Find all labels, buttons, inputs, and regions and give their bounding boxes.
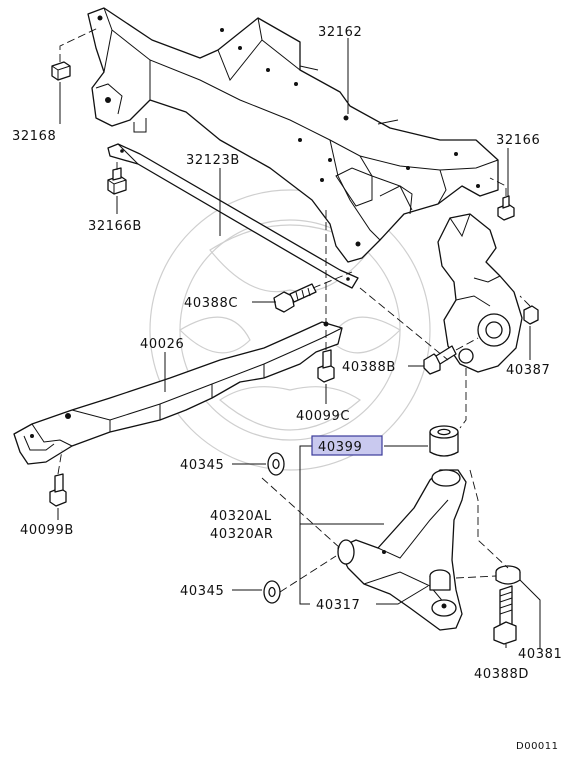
assembly-guide-lines [57, 27, 531, 593]
label-40381[interactable]: 40381 [518, 647, 562, 662]
label-40399[interactable]: 40399 [318, 440, 362, 455]
member-40026[interactable] [13, 321, 343, 465]
nut-40381[interactable] [495, 565, 521, 585]
bolt-40388D[interactable] [493, 585, 517, 645]
label-40317[interactable]: 40317 [316, 598, 360, 613]
bushing-40399[interactable] [429, 425, 459, 457]
washer-40345-upper[interactable] [267, 452, 285, 476]
bolt-40388C[interactable] [273, 283, 317, 313]
label-40026[interactable]: 40026 [140, 337, 184, 352]
label-32162[interactable]: 32162 [318, 25, 362, 40]
bolt-40099C[interactable] [317, 349, 335, 383]
bolt-32166[interactable] [497, 195, 515, 221]
lower-arm-40317[interactable] [337, 469, 467, 631]
label-40388B[interactable]: 40388B [342, 360, 396, 375]
leader-lines [57, 38, 541, 648]
label-32166B[interactable]: 32166B [88, 219, 142, 234]
nut-32168[interactable] [51, 61, 71, 81]
bolt-32166B[interactable] [107, 167, 127, 195]
nut-40387[interactable] [523, 305, 539, 325]
crossmember-32162[interactable] [87, 7, 499, 263]
label-40345-lower[interactable]: 40345 [180, 584, 224, 599]
label-40099B[interactable]: 40099B [20, 523, 74, 538]
label-40387[interactable]: 40387 [506, 363, 550, 378]
label-40345-upper[interactable]: 40345 [180, 458, 224, 473]
bar-32123B[interactable] [107, 143, 359, 289]
label-32168[interactable]: 32168 [12, 129, 56, 144]
label-40388D[interactable]: 40388D [474, 667, 529, 682]
diagram-code: D00011 [516, 741, 559, 752]
label-32123B[interactable]: 32123B [186, 153, 240, 168]
bolt-40099B[interactable] [49, 473, 67, 507]
label-40320AL[interactable]: 40320AL [210, 509, 272, 524]
steering-knuckle[interactable] [437, 213, 523, 373]
highlight-box-40399 [311, 435, 383, 456]
label-40388C[interactable]: 40388C [184, 296, 238, 311]
label-40320AR[interactable]: 40320AR [210, 527, 273, 542]
washer-40345-lower[interactable] [263, 580, 281, 604]
label-32166[interactable]: 32166 [496, 133, 540, 148]
label-40099C[interactable]: 40099C [296, 409, 350, 424]
bolt-40388B[interactable] [423, 345, 457, 375]
